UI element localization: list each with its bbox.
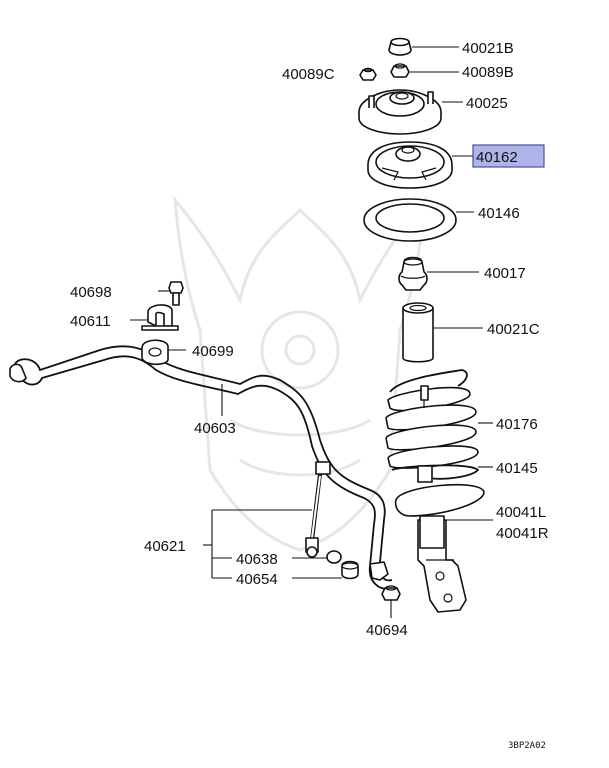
part-40699-bushing[interactable] [141,339,169,366]
watermark-logo [173,195,427,552]
label-40698[interactable]: 40698 [70,284,112,301]
part-40021B-cap[interactable] [388,37,412,56]
part-40146-spring-pad[interactable] [363,198,457,242]
part-40176-coil-spring[interactable] [385,369,480,480]
label-40089C[interactable]: 40089C [282,66,335,83]
part-40611-bracket[interactable] [141,304,179,331]
part-40145-lower-insulator[interactable] [417,465,433,483]
label-40089B[interactable]: 40089B [462,64,514,81]
part-40638-nut[interactable] [326,550,342,564]
label-40603[interactable]: 40603 [194,420,236,437]
label-40021C[interactable]: 40021C [487,321,540,338]
link-group-bracket [203,509,342,579]
part-40162-spring-seat[interactable] [367,141,453,189]
label-40621[interactable]: 40621 [144,538,186,555]
part-40654-link-bushing[interactable] [341,560,359,580]
part-40621-stabilizer-link[interactable] [305,461,331,558]
part-40021C-dust-cover[interactable] [402,302,434,363]
label-40638[interactable]: 40638 [236,551,278,568]
label-40145[interactable]: 40145 [496,460,538,477]
diagram-code: 3BP2A02 [508,741,546,751]
part-40041-strut-assembly[interactable] [394,483,485,613]
part-40017-bump-stopper[interactable] [398,256,428,291]
part-40603-stabilizer-bar[interactable] [9,345,393,590]
label-40025[interactable]: 40025 [466,95,508,112]
label-40021B[interactable]: 40021B [462,40,514,57]
part-40694-nut[interactable] [381,585,401,601]
label-40694[interactable]: 40694 [366,622,408,639]
label-40611[interactable]: 40611 [70,313,111,330]
label-40699[interactable]: 40699 [192,343,234,360]
label-40176[interactable]: 40176 [496,416,538,433]
label-40146[interactable]: 40146 [478,205,520,222]
part-40089C-nut[interactable] [359,67,377,81]
part-40698-bolt[interactable] [168,281,184,306]
label-40162[interactable]: 40162 [476,149,518,166]
part-40089B-nut[interactable] [390,63,410,78]
label-40654[interactable]: 40654 [236,571,278,588]
part-40025-upper-mount[interactable] [358,89,442,135]
label-40017[interactable]: 40017 [484,265,526,282]
label-40041R[interactable]: 40041R [496,525,549,542]
highlight-40162 [472,144,545,168]
label-40041L[interactable]: 40041L [496,504,546,521]
